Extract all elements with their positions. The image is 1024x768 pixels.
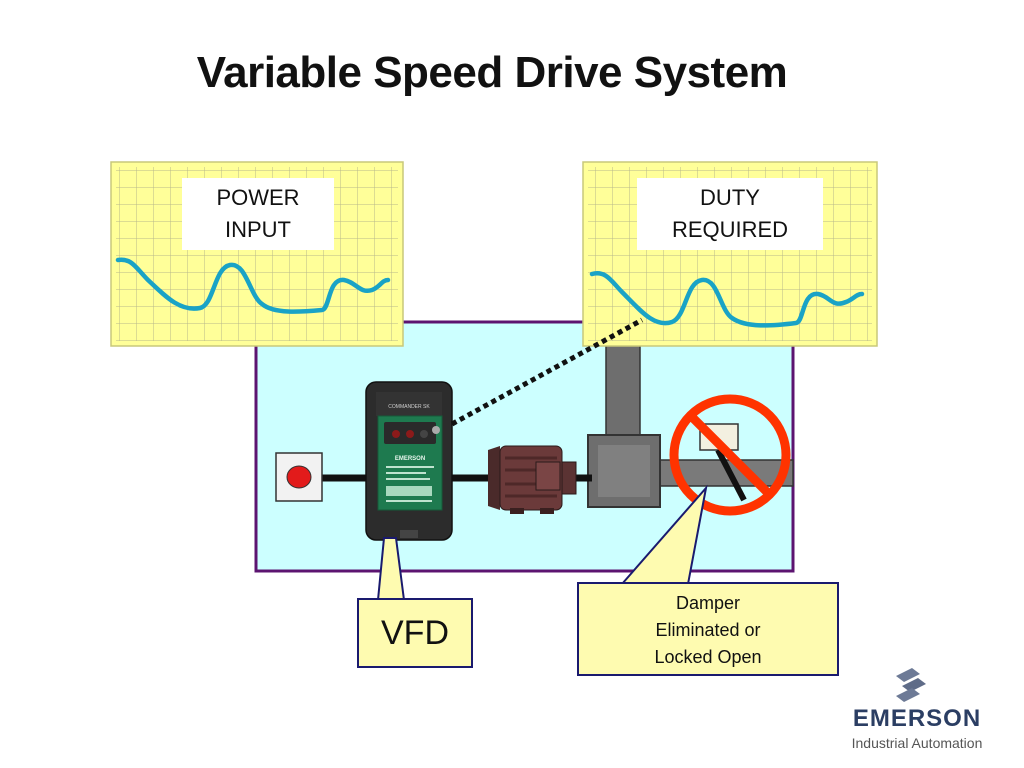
drive-top-panel <box>376 392 442 416</box>
power-input-curve <box>115 257 391 314</box>
logo-name: EMERSON <box>852 705 982 732</box>
power-label-line1: POWER <box>216 185 300 210</box>
vfd-drive-icon: COMMANDER SK EMERSON <box>365 381 453 541</box>
slide-title: Variable Speed Drive System <box>196 48 788 97</box>
prohibit-icon <box>669 394 791 516</box>
logo-subtitle: Industrial Automation <box>851 735 983 751</box>
damper-callout: Damper Eliminated or Locked Open <box>577 582 839 676</box>
power-input-label: POWER INPUT <box>182 178 334 250</box>
duty-required-label: DUTY REQUIRED <box>637 178 823 250</box>
vfd-callout: VFD <box>357 598 473 668</box>
motor-icon <box>488 445 577 514</box>
fan-housing-inner <box>598 445 650 497</box>
damper-line1: Damper <box>675 593 741 613</box>
prohibit-slash <box>687 412 773 498</box>
red-button-icon <box>286 465 312 489</box>
damper-line3: Locked Open <box>654 647 762 667</box>
damper-line2: Eliminated or <box>655 620 761 640</box>
drive-model-text: COMMANDER SK <box>388 404 430 410</box>
duty-label-line1: DUTY <box>700 185 760 210</box>
damper-blade <box>715 448 747 502</box>
power-input-chart <box>110 161 404 347</box>
emerson-logo-icon <box>896 668 926 702</box>
emerson-logo: EMERSON Industrial Automation <box>832 705 1002 751</box>
duty-required-curve <box>589 270 865 328</box>
power-label-line2: INPUT <box>225 217 291 242</box>
dotted-link <box>450 317 644 427</box>
drive-brand-text: EMERSON <box>395 456 425 462</box>
vertical-duct <box>605 329 641 443</box>
duty-label-line2: REQUIRED <box>671 217 789 242</box>
